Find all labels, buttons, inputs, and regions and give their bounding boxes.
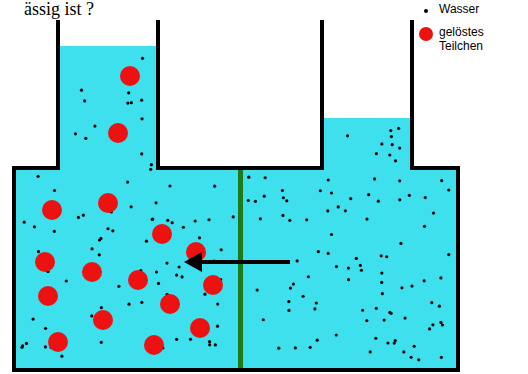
legend-row: Wasser (418, 2, 526, 19)
legend-marker (418, 26, 434, 42)
legend-text: gelöstes Teilchen (439, 25, 519, 54)
flow-arrow (184, 252, 290, 272)
solute-particles (35, 66, 223, 355)
legend: Wasser gelöstes Teilchen (418, 2, 526, 60)
legend-row: gelöstes Teilchen (418, 25, 526, 54)
container-outline (14, 20, 458, 370)
water-molecules (20, 57, 450, 362)
membrane (238, 170, 243, 370)
water (14, 46, 458, 370)
legend-text: Wasser (439, 2, 519, 16)
legend-marker (418, 3, 434, 19)
heading-fragment: ässig ist ? (22, 0, 96, 18)
